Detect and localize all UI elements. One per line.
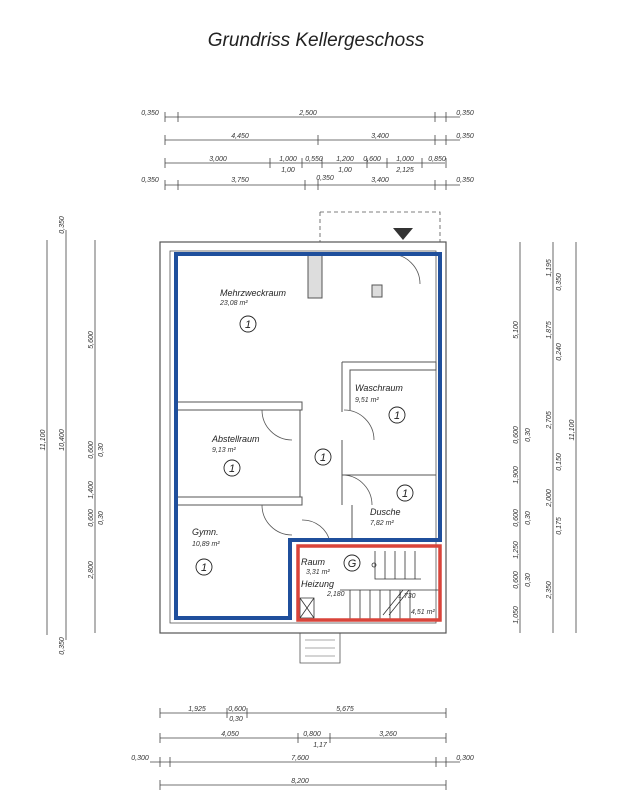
room-area-abstell: 9,13 m² xyxy=(212,447,236,454)
dimension-label-top: 2,500 xyxy=(298,110,317,117)
room-area-wasch: 9,51 m² xyxy=(355,397,379,404)
room-marker-flur: 1 xyxy=(320,452,326,464)
dimension-label-top: 0,350 xyxy=(456,133,474,140)
dimension-label-top: 0,600 xyxy=(363,156,381,163)
room-marker-mehrzweck: 1 xyxy=(245,319,251,331)
room-marker-gymn: 1 xyxy=(201,562,207,574)
dimension-label-right: 0,30 xyxy=(525,428,532,442)
dimension-label-right: 0,240 xyxy=(556,343,563,361)
dimension-label-right: 0,600 xyxy=(513,509,520,527)
dimension-label-top: 1,200 xyxy=(336,156,354,163)
utility-area-outline xyxy=(296,544,442,622)
room-markers xyxy=(195,315,414,576)
room-name-wasch: Waschraum xyxy=(355,383,403,393)
dimension-label-bottom: 4,050 xyxy=(221,731,239,738)
dimension-label-bottom: 0,300 xyxy=(456,755,474,762)
dimension-label-right: 1,900 xyxy=(513,466,520,484)
dimension-label-bottom: 0,300 xyxy=(131,755,149,762)
dimension-label-top: 4,450 xyxy=(231,133,249,140)
living-area-outline xyxy=(174,252,442,620)
dimension-label-top: 0,850 xyxy=(428,156,446,163)
dimension-label-left: 0,350 xyxy=(59,637,66,655)
dimension-label-top: 0,350 xyxy=(456,110,474,117)
drawing-title: Grundriss Kellergeschoss xyxy=(207,30,425,51)
dimension-label-right: 0,30 xyxy=(525,573,532,587)
dimension-label-top: 0,550 xyxy=(305,156,323,163)
room-marker-wasch: 1 xyxy=(394,410,400,422)
room-name-mehrzweck: Mehrzweckraum xyxy=(220,288,287,298)
dimension-label-top: 3,750 xyxy=(231,177,249,184)
dimension-label-left: 5,600 xyxy=(88,331,95,349)
room-name-abstell: Abstellraum xyxy=(211,434,260,444)
dimension-label-left: 0,30 xyxy=(98,443,105,457)
room-area-mehrzweck: 23,08 m² xyxy=(219,300,248,307)
dimension-label-top: 0,350 xyxy=(456,177,474,184)
dimension-label-right: 11,100 xyxy=(569,419,576,440)
dimension-label-left: 0,30 xyxy=(98,511,105,525)
dimension-label-right: 1,875 xyxy=(546,321,553,339)
dimension-label-left: 2,800 xyxy=(88,561,95,580)
walls xyxy=(159,211,447,664)
dimension-label-top: 3,000 xyxy=(209,156,227,163)
staircase xyxy=(299,551,440,620)
room-area-heizung: 3,31 m² xyxy=(306,569,330,576)
dimension-label-bottom: 0,800 xyxy=(303,731,321,738)
dimension-label-top: 1,000 xyxy=(279,156,297,163)
dimension-label-top: 3,400 xyxy=(371,177,389,184)
dimension-label-right: 1,195 xyxy=(546,259,553,277)
room-name-raum: Raum xyxy=(301,557,326,567)
room-marker-dusche: 1 xyxy=(402,488,408,500)
dimension-label-left: 0,600 xyxy=(88,509,95,527)
dimension-label-top: 0,350 xyxy=(141,110,159,117)
dimension-label-bottom: 0,600 xyxy=(228,706,246,713)
dimension-label-right: 0,175 xyxy=(556,517,563,535)
dimension-label-top: 2,125 xyxy=(395,167,414,174)
dimension-label-top: 1,00 xyxy=(338,167,352,174)
dimension-label-right: 0,600 xyxy=(513,426,520,444)
dimension-label-right: 5,100 xyxy=(513,321,520,339)
dimension-label-right: 0,600 xyxy=(513,571,520,589)
room-marker-heizung: G xyxy=(348,558,357,570)
dimension-label-bottom: 3,260 xyxy=(379,731,397,738)
stair-area: 4,51 m² xyxy=(411,609,435,616)
dimension-label-right: 0,350 xyxy=(556,273,563,291)
dimension-label-left: 0,600 xyxy=(88,441,95,459)
dimension-label-right: 0,30 xyxy=(525,511,532,525)
room-name-dusche: Dusche xyxy=(370,507,401,517)
dimension-lines xyxy=(46,112,577,790)
dimension-label-right: 0,150 xyxy=(556,453,563,471)
dimension-label-top: 0,350 xyxy=(316,175,334,182)
room-area-dusche: 7,82 m² xyxy=(370,520,394,527)
dimension-label-left: 1,400 xyxy=(88,481,95,499)
dimension-label-right: 1,250 xyxy=(513,541,520,559)
dimension-label-bottom: 5,675 xyxy=(336,706,354,713)
dimension-label-top: 3,400 xyxy=(371,133,389,140)
dimension-label-bottom: 1,17 xyxy=(313,742,328,749)
dimension-label-top: 0,350 xyxy=(141,177,159,184)
room-name-gymn: Gymn. xyxy=(192,527,219,537)
dimension-label-right: 2,350 xyxy=(546,581,553,600)
dimension-label-left: 0,350 xyxy=(59,216,66,234)
dimension-label-top: 1,000 xyxy=(396,156,414,163)
dimension-label-bottom: 1,925 xyxy=(188,706,206,713)
room-name-heizung: Heizung xyxy=(301,579,334,589)
dimension-label-right: 2,000 xyxy=(546,489,553,508)
dimension-label-bottom: 0,30 xyxy=(229,716,243,723)
stair-dim-2: 1,730 xyxy=(398,593,416,600)
stair-dim-1: 2,180 xyxy=(326,591,345,598)
dimension-label-right: 2,705 xyxy=(546,411,553,430)
room-area-gymn: 10,89 m² xyxy=(192,541,220,548)
dimension-label-right: 1,050 xyxy=(513,606,520,624)
room-marker-abstell: 1 xyxy=(229,463,235,475)
dimension-label-bottom: 8,200 xyxy=(291,778,309,785)
entrance-marker-icon xyxy=(393,228,413,240)
dimension-label-left: 11,100 xyxy=(40,429,47,450)
dimension-label-bottom: 7,600 xyxy=(291,755,309,762)
dimension-label-left: 10,400 xyxy=(59,429,66,451)
dimension-label-top: 1,00 xyxy=(281,167,295,174)
